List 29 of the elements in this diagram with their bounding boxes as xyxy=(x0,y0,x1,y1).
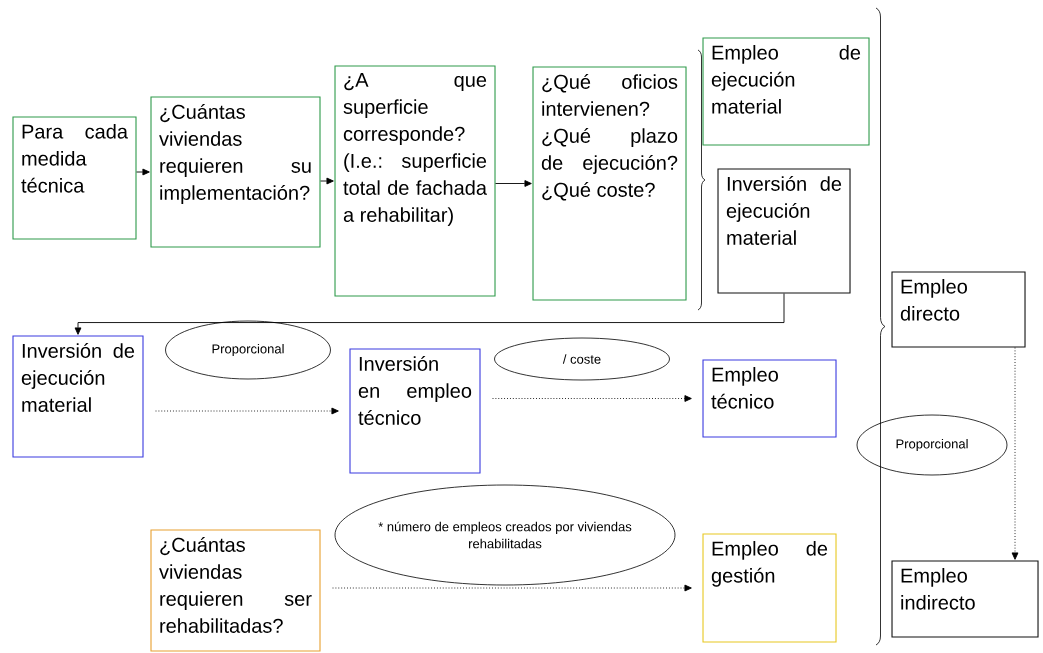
arrow xyxy=(332,584,692,592)
text-box: Empleo directo xyxy=(891,271,1026,348)
text-box: Empleo técnico xyxy=(702,359,837,438)
oval-label xyxy=(165,320,331,380)
oval-label xyxy=(856,414,1008,476)
arrow xyxy=(74,293,785,335)
oval-text: * número de empleos creados por viviendas rehabilitadas xyxy=(378,521,632,549)
text-box: ¿Qué oficios intervienen? ¿Qué plazo de ejecución? ¿Qué coste? xyxy=(532,66,687,301)
oval-text: Proporcional xyxy=(896,438,968,452)
arrow xyxy=(492,395,692,402)
text-box: ¿Cuántas viviendas requieren su implementación? xyxy=(150,96,321,248)
text-box: Para cada medida técnica xyxy=(12,116,137,240)
arrow xyxy=(1011,347,1019,560)
text-box: Inversión en empleo técnico xyxy=(349,348,481,474)
oval-text: / coste xyxy=(562,354,601,364)
text-box: Inversión de ejecución material xyxy=(12,335,144,458)
text-box: Empleo de gestión xyxy=(702,533,837,643)
text-box: Empleo de ejecución material xyxy=(702,37,870,146)
arrow xyxy=(155,407,339,415)
arrow xyxy=(495,180,532,187)
arrow xyxy=(320,177,334,185)
text-box: Empleo indirecto xyxy=(891,560,1039,638)
text-box: ¿A que superficie corresponde? (I.e.: superficie total de fachada a rehabilitar) xyxy=(334,65,496,297)
text-box: ¿Cuántas viviendas requieren ser rehabilitadas? xyxy=(150,529,321,652)
oval-label xyxy=(334,484,676,586)
oval-label xyxy=(494,337,670,381)
text-box: Inversión de ejecución material xyxy=(717,168,851,294)
arrow xyxy=(136,168,150,176)
oval-text: Proporcional xyxy=(212,343,284,357)
